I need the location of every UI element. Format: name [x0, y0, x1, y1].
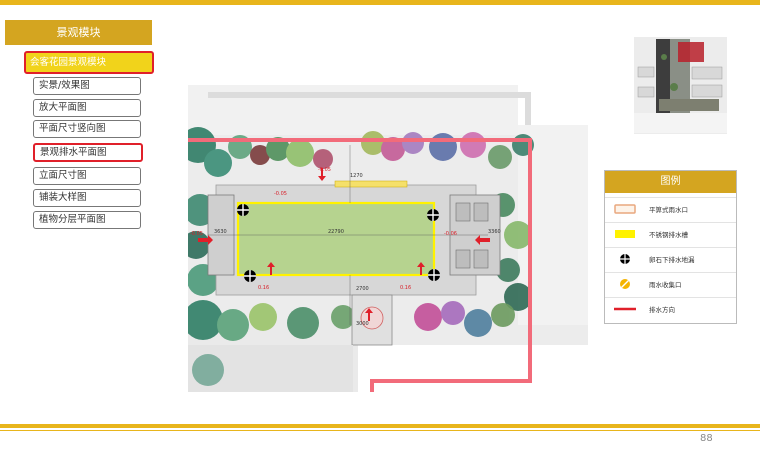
dim-right: 3360 [488, 229, 501, 235]
elev-label-left: -0.05 [190, 231, 203, 237]
bottom-accent-bar [0, 424, 760, 428]
nav-item-paving-detail[interactable]: 铺装大样图 [33, 189, 141, 207]
nav-item-drainage-plan[interactable]: 景观排水平面图 [33, 143, 143, 162]
elev-label-top2: -0.05 [318, 167, 331, 173]
dim-mid: 2700 [356, 286, 369, 292]
nav-item-dimension-plan[interactable]: 平面尺寸竖向图 [33, 120, 141, 138]
drain-channel-icon [615, 230, 635, 238]
dim-top: 1270 [350, 173, 363, 179]
legend-row-drain-direction: 排水方向 [605, 297, 736, 320]
legend-label-grate-inlet: 平箅式雨水口 [649, 206, 688, 214]
legend-panel: 图例 平箅式雨水口 不锈钢排水槽 卵石下排水地漏 雨水收集口 排水方向 [604, 170, 737, 324]
top-accent-bar [0, 0, 760, 5]
dim-bottom: 3000 [356, 321, 369, 327]
dim-left: 3630 [214, 229, 227, 235]
drain-direction-icon [614, 307, 636, 311]
nav-active-module[interactable]: 会客花园景观模块 [24, 51, 154, 74]
drainage-plan-drawing: 22790 3360 3630 3000 1270 2700 -0.05 -0.… [188, 85, 588, 392]
bottom-accent-line [0, 430, 760, 431]
legend-label-rain-collector: 雨水收集口 [649, 281, 682, 289]
legend-row-grate-inlet: 平箅式雨水口 [605, 197, 736, 220]
nav-item-enlarged-plan[interactable]: 放大平面图 [33, 99, 141, 117]
elev-label-bottom2: 0.16 [400, 285, 411, 291]
elev-label-right: -0.06 [444, 231, 457, 237]
grate-inlet-icon [614, 204, 636, 214]
legend-row-floor-drain: 卵石下排水地漏 [605, 247, 736, 270]
nav-item-renderings[interactable]: 实景/效果图 [33, 77, 141, 95]
legend-label-drain-direction: 排水方向 [649, 306, 675, 314]
legend-row-drain-channel: 不锈钢排水槽 [605, 222, 736, 245]
legend-title: 图例 [605, 171, 736, 193]
site-minimap [634, 37, 727, 134]
dim-width: 22790 [328, 229, 344, 235]
page-number: 88 [700, 433, 713, 444]
rain-collector-icon [620, 279, 630, 289]
nav-header: 景观模块 [5, 20, 152, 45]
legend-label-floor-drain: 卵石下排水地漏 [649, 256, 695, 264]
nav-item-planting-plan[interactable]: 植物分层平面图 [33, 211, 141, 229]
nav-item-elevation[interactable]: 立面尺寸图 [33, 167, 141, 185]
floor-drain-icon [620, 254, 630, 264]
elev-label-top: -0.05 [274, 191, 287, 197]
elev-label-bottom: 0.16 [258, 285, 269, 291]
legend-label-drain-channel: 不锈钢排水槽 [649, 231, 688, 239]
legend-row-rain-collector: 雨水收集口 [605, 272, 736, 295]
